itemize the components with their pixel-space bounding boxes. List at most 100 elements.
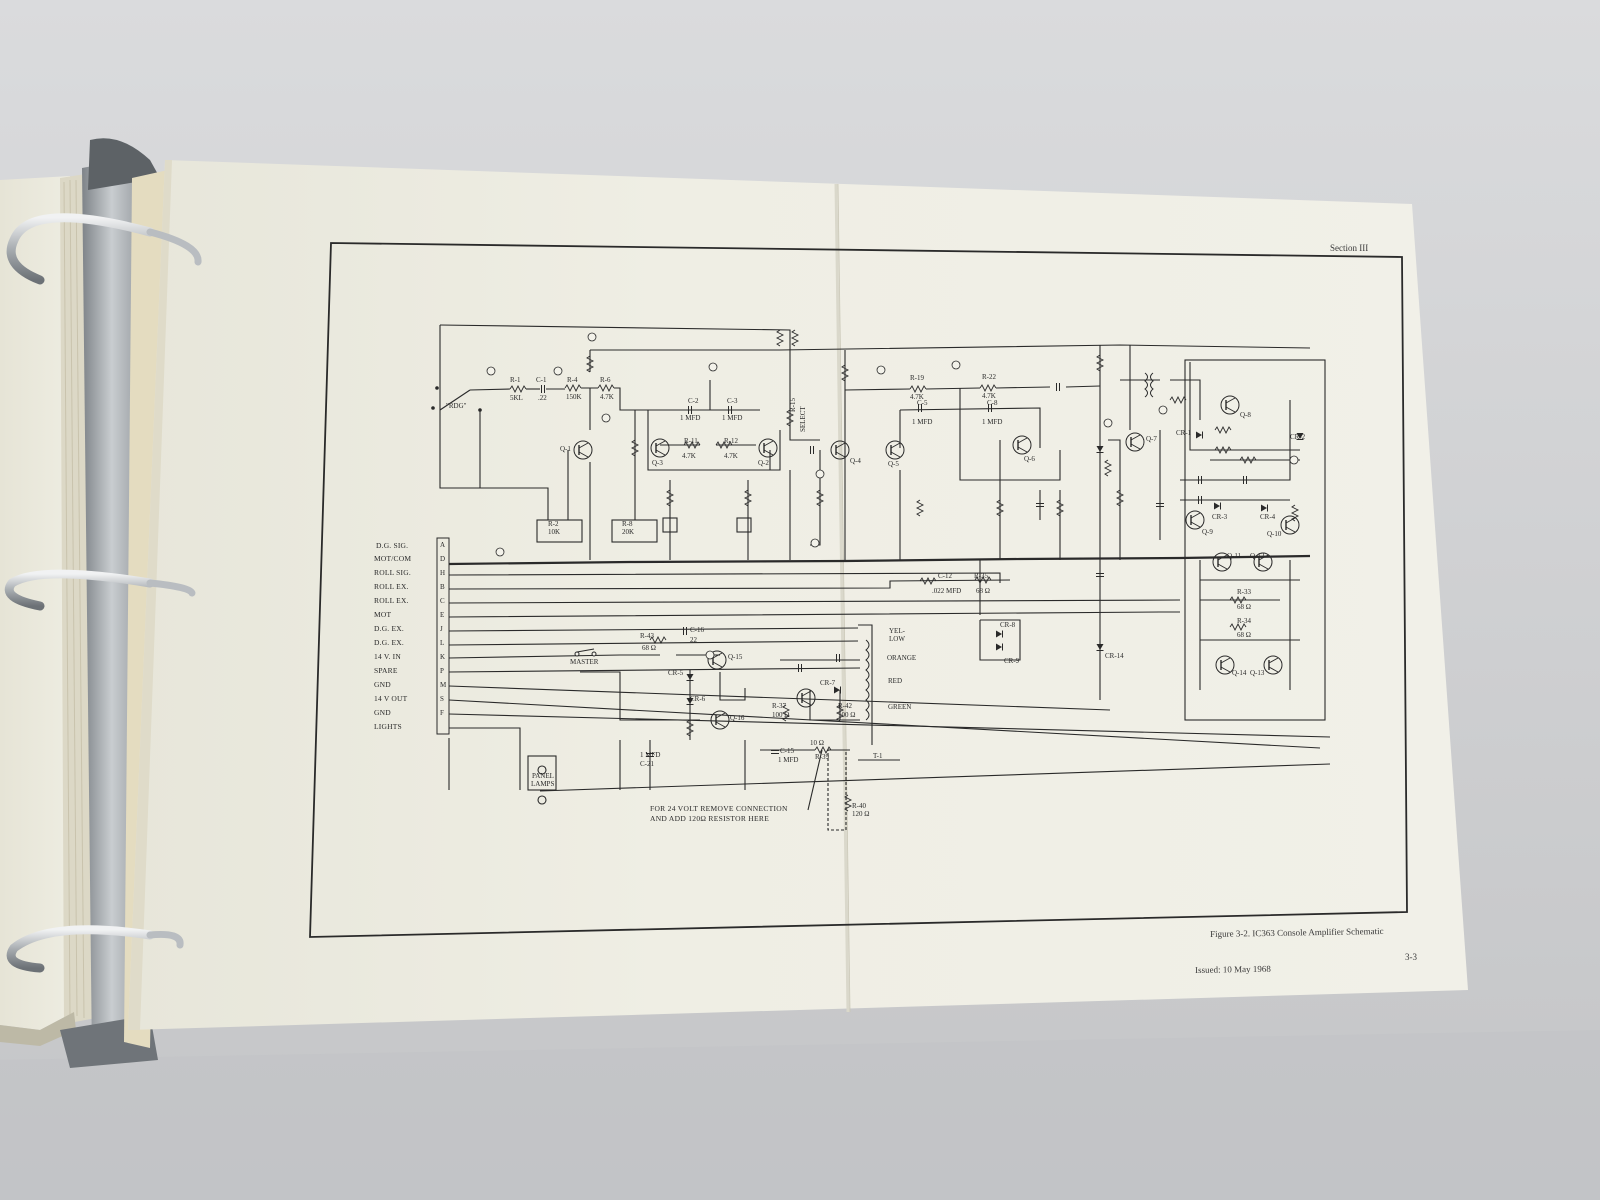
section-header: Section III (1330, 243, 1369, 253)
component-ref: R-42 (838, 702, 852, 710)
component-ref: R-12 (724, 437, 738, 445)
component-value: 1 MFD (680, 414, 701, 422)
semiconductor-label: CR-6 (690, 695, 706, 703)
component-ref: R-15 (789, 398, 797, 412)
pin-letter: D (440, 555, 446, 563)
signal-label: GND (374, 708, 391, 717)
rdg-switch-label: "RDG" (446, 402, 467, 410)
open-page-spread (128, 160, 1468, 1030)
component-ref: R-19 (910, 374, 924, 382)
component-value: .22 (538, 394, 547, 402)
component-value: 150K (566, 393, 582, 401)
semiconductor-label: CR-7 (820, 679, 836, 687)
component-ref: C-12 (938, 572, 952, 580)
semiconductor-label: Q-7 (1146, 435, 1157, 443)
semiconductor-label: CR-3 (1212, 513, 1228, 521)
component-value: 4.7K (600, 393, 614, 401)
schematic-border (309, 242, 1408, 938)
transformer-label: LOW (889, 635, 905, 643)
master-switch-label: MASTER (570, 658, 599, 666)
semiconductor-label: Q-15 (728, 653, 743, 661)
component-value: 100 Ω (838, 711, 856, 719)
signal-label: MOT/COM (374, 554, 412, 563)
transformer-label: RED (888, 677, 902, 685)
component-ref: R-8 (622, 520, 633, 528)
component-ref: C-5 (917, 399, 928, 407)
signal-label: D.G. SIG. (376, 541, 409, 550)
pin-letter: H (440, 569, 446, 577)
semiconductor-label: Q-2 (758, 459, 769, 467)
component-ref: R-2 (548, 520, 559, 528)
semiconductor-label: Q-12 (1250, 552, 1265, 560)
schematic-components (431, 329, 1304, 812)
component-ref: C-21 (640, 760, 654, 768)
signal-label: D.G. EX. (374, 624, 404, 633)
component-value: 100 Ω (772, 711, 790, 719)
signal-label: D.G. EX. (374, 638, 404, 647)
semiconductor-label: Q-14 (1232, 669, 1247, 677)
component-ref: C-15 (780, 747, 794, 755)
signal-label: ROLL SIG. (374, 568, 411, 577)
semiconductor-label: Q-3 (652, 459, 663, 467)
pin-letter: K (440, 653, 446, 661)
semiconductor-label: Q-9 (1202, 528, 1213, 536)
component-ref: R-43 (640, 632, 654, 640)
component-value: 10 Ω (810, 739, 824, 747)
pin-letter: F (440, 709, 444, 717)
component-ref: C-16 (690, 626, 704, 634)
component-ref: R-39 (815, 753, 829, 761)
note-24-volt: AND ADD 120Ω RESISTOR HERE (650, 814, 770, 823)
pin-letter: M (440, 681, 447, 689)
component-value: 1 MFD (912, 418, 933, 426)
semiconductor-label: Q-5 (888, 460, 899, 468)
component-ref: R-6 (600, 376, 611, 384)
semiconductor-label: Q-13 (1250, 669, 1265, 677)
component-ref: R-37 (772, 702, 786, 710)
component-value: 68 Ω (642, 644, 656, 652)
pin-letter: J (440, 625, 443, 633)
component-value: 20K (622, 528, 635, 536)
component-value: 68 Ω (1237, 631, 1251, 639)
component-ref: R-33 (1237, 588, 1251, 596)
component-value: 4.7K (910, 393, 924, 401)
semiconductor-label: Q-16 (730, 714, 745, 722)
transformer-label: GREEN (888, 703, 912, 711)
pin-letter: A (440, 541, 446, 549)
component-ref: C-2 (688, 397, 699, 405)
semiconductor-label: CR-4 (1260, 513, 1276, 521)
component-value: 22 (690, 636, 697, 644)
schematic-wiring (436, 324, 1331, 831)
component-value: SELECT (799, 406, 807, 432)
component-value: 1 MFD (982, 418, 1003, 426)
semiconductor-label: CR-5 (668, 669, 684, 677)
component-value: 68 Ω (1237, 603, 1251, 611)
page-number: 3-3 (1405, 952, 1417, 962)
component-ref: R-1 (510, 376, 521, 384)
component-value: 5KL (510, 394, 523, 402)
signal-label: 14 V. IN (374, 652, 401, 661)
panel-lamps-label: PANEL (532, 772, 554, 780)
semiconductor-label: Q-10 (1267, 530, 1282, 538)
signal-label: MOT (374, 610, 392, 619)
component-value: 1 MFD (778, 756, 799, 764)
signal-label: ROLL EX. (374, 582, 409, 591)
semiconductor-label: CR-2 (1290, 433, 1306, 441)
component-ref: C-1 (536, 376, 547, 384)
component-value: 1 MFD (722, 414, 743, 422)
pin-letter: E (440, 611, 445, 619)
semiconductor-label: CR-9 (1004, 657, 1020, 665)
component-ref: R-22 (982, 373, 996, 381)
binder-rings (4, 213, 202, 973)
component-value: 10K (548, 528, 561, 536)
note-24-volt: FOR 24 VOLT REMOVE CONNECTION (650, 804, 788, 813)
figure-caption: Figure 3-2. IC363 Console Amplifier Sche… (1209, 925, 1384, 939)
signal-label: SPARE (374, 666, 398, 675)
component-value: 120 Ω (852, 810, 870, 818)
component-ref: R-11 (684, 437, 698, 445)
component-ref: C-3 (727, 397, 738, 405)
pin-letter: P (440, 667, 444, 675)
component-ref: C-8 (987, 399, 998, 407)
semiconductor-label: Q-6 (1024, 455, 1035, 463)
